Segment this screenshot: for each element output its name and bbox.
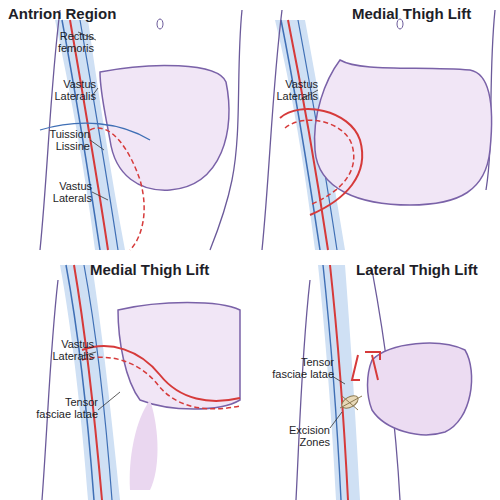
incision-line (90, 128, 144, 250)
muscle-label: Vastus Lateralis (40, 78, 96, 102)
muscle-label: Vastus Laterals (38, 180, 92, 204)
muscle-label: Vastus Lateralis (36, 338, 94, 362)
muscle-label: Rectus femoris (44, 30, 94, 54)
body-outline (42, 280, 58, 500)
panel-four-art (296, 265, 472, 500)
panel-heading: Lateral Thigh Lift (356, 262, 500, 279)
leader-line (92, 192, 108, 200)
muscle-label: Tensor fasciae latae (272, 356, 334, 380)
buttock-shape (368, 343, 472, 435)
panel-two-art (262, 10, 495, 250)
zone-label: Excision Zones (268, 424, 330, 448)
incision-line (285, 120, 354, 204)
incision-line (280, 109, 362, 215)
leader-line (90, 140, 104, 150)
muscle-label: Tuission Lissine (36, 128, 90, 152)
panel-heading: Medial Thigh Lift (352, 6, 498, 23)
panel-heading: Antrion Region (8, 6, 158, 23)
artery-line (74, 265, 102, 500)
vein-line (84, 265, 112, 500)
incision-line (82, 357, 240, 409)
buttock-shape (315, 60, 492, 205)
navel (157, 19, 163, 29)
muscle-label: Vastus Lateralis (262, 78, 318, 102)
body-outline (262, 10, 282, 250)
muscle-label: Tensor fasciae latae (36, 396, 98, 420)
leader-line (98, 392, 120, 410)
tissue-knot (342, 396, 358, 410)
leader-line (330, 412, 342, 428)
vein-line (323, 265, 341, 500)
excision-shade (130, 400, 158, 490)
excision-bracket (365, 352, 380, 360)
panel-three-art (42, 265, 240, 500)
muscle-band (318, 265, 360, 500)
panel-heading: Medial Thigh Lift (90, 262, 250, 279)
body-outline (296, 280, 310, 500)
incision-line (82, 346, 240, 401)
excision-bracket (352, 355, 378, 380)
muscle-band (60, 265, 120, 500)
